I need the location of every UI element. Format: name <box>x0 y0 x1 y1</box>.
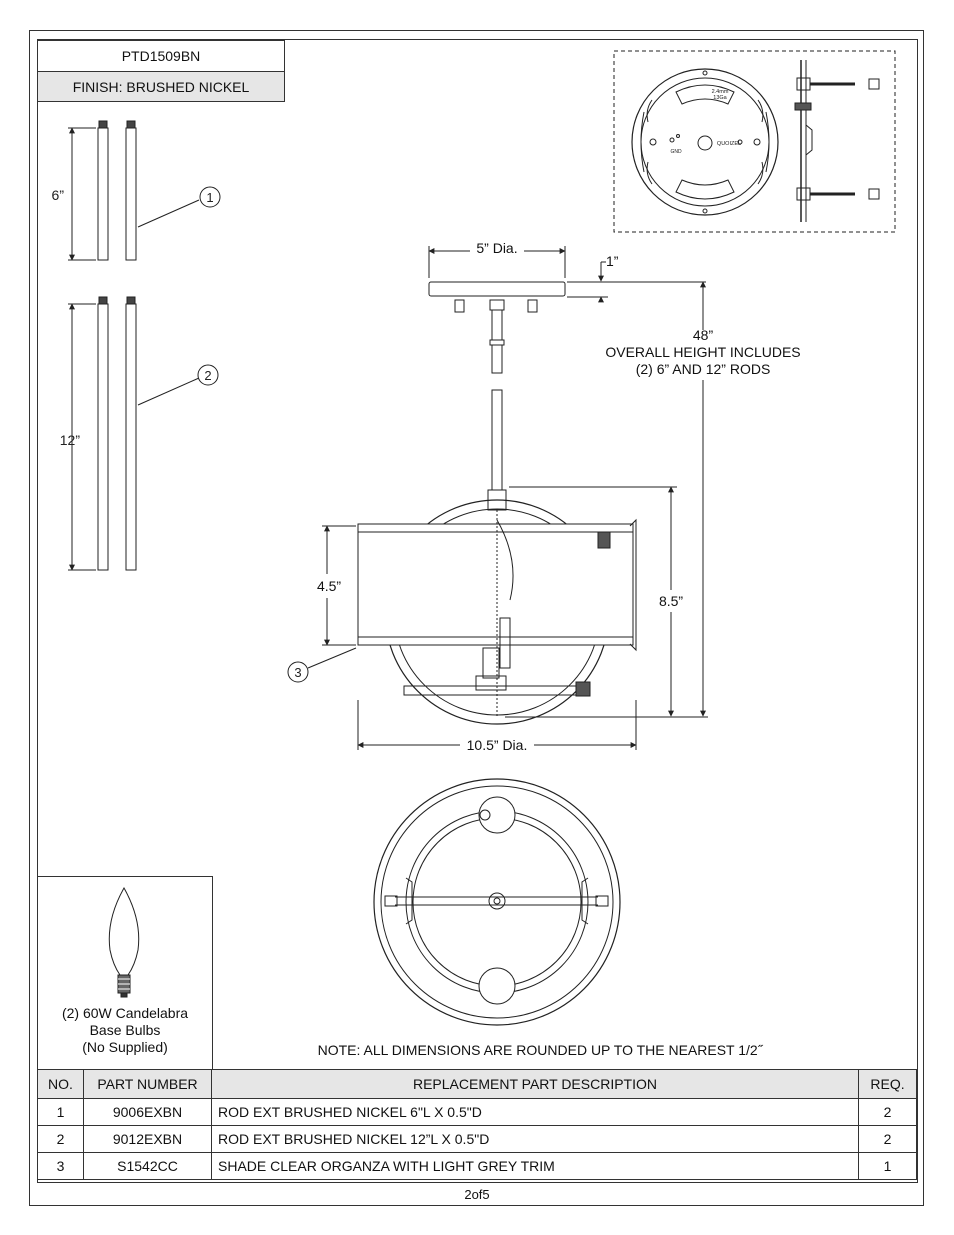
callout-2: 2 <box>197 364 219 386</box>
replacement-parts-table: NO. PART NUMBER REPLACEMENT PART DESCRIP… <box>37 1069 917 1180</box>
bulb-line-2: Base Bulbs <box>89 1022 161 1038</box>
rod-6in-drawing <box>68 120 200 261</box>
plate-ground-label: GND <box>670 149 682 155</box>
outer-frame <box>29 30 924 1206</box>
model-header: PTD1509BN FINISH: BRUSHED NICKEL <box>37 40 285 102</box>
candelabra-bulb-icon <box>108 886 140 998</box>
finish-label: FINISH: BRUSHED NICKEL <box>37 71 285 102</box>
callout-1: 1 <box>199 186 221 208</box>
overall-height-label: 48” <box>693 327 714 343</box>
table-row: 3 S1542CC SHADE CLEAR ORGANZA WITH LIGHT… <box>37 1152 917 1180</box>
fixture-bottom-view <box>373 778 621 1026</box>
row-no: 1 <box>37 1098 84 1126</box>
row-description: ROD EXT BRUSHED NICKEL 12”L X 0.5"D <box>211 1125 859 1153</box>
row-part-number: S1542CC <box>83 1152 212 1180</box>
plate-brand: QUOIZEL <box>717 141 741 147</box>
row-part-number: 9006EXBN <box>83 1098 212 1126</box>
svg-text:2: 2 <box>204 368 211 383</box>
canopy-dimensions <box>428 246 708 718</box>
table-header-row: NO. PART NUMBER REPLACEMENT PART DESCRIP… <box>37 1069 917 1099</box>
svg-text:1: 1 <box>206 190 213 205</box>
shade-height-dimension <box>322 525 356 646</box>
canopy-dia-label: 5” Dia. <box>476 240 517 256</box>
row-no: 2 <box>37 1125 84 1153</box>
body-height-label: 8.5” <box>659 593 683 609</box>
overall-note-line1: OVERALL HEIGHT INCLUDES <box>605 344 800 360</box>
rod-12in-drawing <box>68 296 200 571</box>
rod-6in-label: 6” <box>52 187 65 203</box>
header-part-number: PART NUMBER <box>83 1069 212 1099</box>
canopy-drawing <box>428 281 566 511</box>
row-no: 3 <box>37 1152 84 1180</box>
rod-12in-label: 12” <box>60 432 81 448</box>
row-req: 2 <box>858 1098 917 1126</box>
header-req: REQ. <box>858 1069 917 1099</box>
row-part-number: 9012EXBN <box>83 1125 212 1153</box>
canopy-height-label: 1” <box>606 253 619 269</box>
body-dia-label: 10.5” Dia. <box>467 737 528 753</box>
svg-text:3: 3 <box>294 665 301 680</box>
row-req: 2 <box>858 1125 917 1153</box>
table-row: 1 9006EXBN ROD EXT BRUSHED NICKEL 6"L X … <box>37 1098 917 1126</box>
body-diameter-dimension <box>357 700 637 750</box>
inner-frame <box>37 39 918 1183</box>
plate-gauge-sub: 13Ga <box>713 95 727 101</box>
row-req: 1 <box>858 1152 917 1180</box>
callout-3: 3 <box>287 647 357 683</box>
bulb-line-3: (No Supplied) <box>82 1039 168 1055</box>
fixture-side-view <box>357 499 637 725</box>
table-row: 2 9012EXBN ROD EXT BRUSHED NICKEL 12”L X… <box>37 1125 917 1153</box>
overall-note-line2: (2) 6” AND 12” RODS <box>636 361 771 377</box>
header-description: REPLACEMENT PART DESCRIPTION <box>211 1069 859 1099</box>
mounting-plate-detail <box>613 50 896 233</box>
shade-height-label: 4.5” <box>317 578 341 594</box>
plate-gauge-label: 2.4mm <box>712 89 729 95</box>
page-number: 2of5 <box>464 1187 490 1202</box>
row-description: SHADE CLEAR ORGANZA WITH LIGHT GREY TRIM <box>211 1152 859 1180</box>
bulb-line-1: (2) 60W Candelabra <box>61 1005 189 1021</box>
bulb-info-text: (2) 60W Candelabra Base Bulbs (No Suppli… <box>38 1005 212 1056</box>
bulb-info-box: (2) 60W Candelabra Base Bulbs (No Suppli… <box>37 876 213 1070</box>
dimensions-note: NOTE: ALL DIMENSIONS ARE ROUNDED UP TO T… <box>318 1042 764 1058</box>
row-description: ROD EXT BRUSHED NICKEL 6"L X 0.5"D <box>211 1098 859 1126</box>
header-no: NO. <box>37 1069 84 1099</box>
